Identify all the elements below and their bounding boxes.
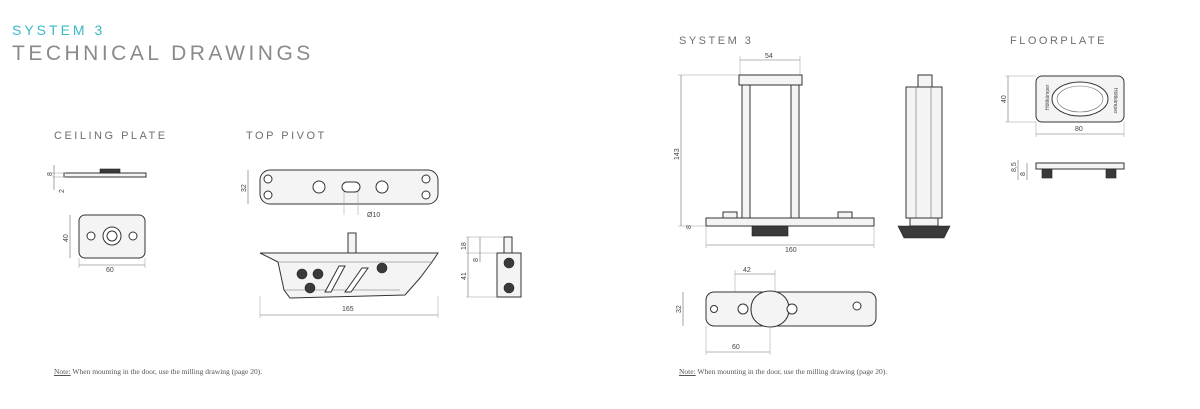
- top-pivot-dim-body-height: 41: [461, 272, 468, 280]
- right-note-text: When mounting in the door, use the milli…: [695, 367, 888, 376]
- system-title: SYSTEM 3: [679, 35, 754, 47]
- system-dim-base-width: 160: [785, 247, 797, 254]
- top-pivot-title: TOP PIVOT: [246, 130, 327, 142]
- system-plan-view: 42 32 60: [676, 267, 877, 355]
- floorplate-dim-height: 40: [1001, 95, 1008, 103]
- system-dim-base-gap: 8: [686, 225, 693, 229]
- floorplate-dim-side-b: 8: [1020, 172, 1027, 176]
- system-dim-top-width: 54: [765, 53, 773, 60]
- system-dim-height: 143: [674, 148, 681, 160]
- page-title: TECHNICAL DRAWINGS: [12, 42, 314, 65]
- ceiling-plate-title: CEILING PLATE: [54, 130, 168, 142]
- floorplate-side-view: 8,5 8: [1011, 160, 1125, 180]
- system-dim-plan-height: 32: [676, 305, 683, 313]
- top-pivot-front-view: 165: [259, 232, 439, 318]
- ceiling-dim-height: 40: [63, 234, 70, 242]
- ceiling-dim-thickness-top: 8: [47, 172, 54, 176]
- floorplate-dim-width: 80: [1075, 126, 1083, 133]
- floorplate-title: FLOORPLATE: [1010, 35, 1107, 47]
- top-pivot-top-view: 32 Ø10: [241, 169, 439, 219]
- right-note-label: Note:: [679, 367, 696, 376]
- left-note-label: Note:: [54, 367, 71, 376]
- system-front-view: 54 143 8 160: [674, 53, 875, 254]
- top-pivot-dim-height: 32: [241, 184, 248, 192]
- floorplate-brand-label-right: Höltkämper: [1112, 88, 1118, 114]
- left-note: Note: When mounting in the door, use the…: [54, 367, 262, 376]
- floorplate-top-view: Höltkämper Höltkämper 40 80: [1001, 75, 1125, 137]
- top-pivot-dim-pin-height: 18: [461, 242, 468, 250]
- system-side-view: [897, 74, 951, 239]
- floorplate-brand-label-left: Höltkämper: [1045, 84, 1051, 110]
- floorplate-dim-side-a: 8,5: [1011, 162, 1018, 172]
- top-pivot-dim-length: 165: [342, 306, 354, 313]
- ceiling-dim-width: 60: [106, 267, 114, 274]
- ceiling-dim-thickness-bottom: 2: [59, 189, 66, 193]
- system-dim-plan-width: 42: [743, 267, 751, 274]
- top-pivot-side-view: 18 8 41: [461, 236, 522, 298]
- system-dim-plan-offset: 60: [732, 344, 740, 351]
- ceiling-plate-top-view: 40 60: [63, 214, 146, 274]
- right-note: Note: When mounting in the door, use the…: [679, 367, 887, 376]
- series-title: SYSTEM 3: [12, 22, 106, 38]
- top-pivot-dim-pin-depth: 8: [473, 258, 480, 262]
- top-pivot-dim-pin: Ø10: [367, 212, 380, 219]
- ceiling-plate-side-view: 8 2: [47, 165, 147, 193]
- left-note-text: When mounting in the door, use the milli…: [70, 367, 263, 376]
